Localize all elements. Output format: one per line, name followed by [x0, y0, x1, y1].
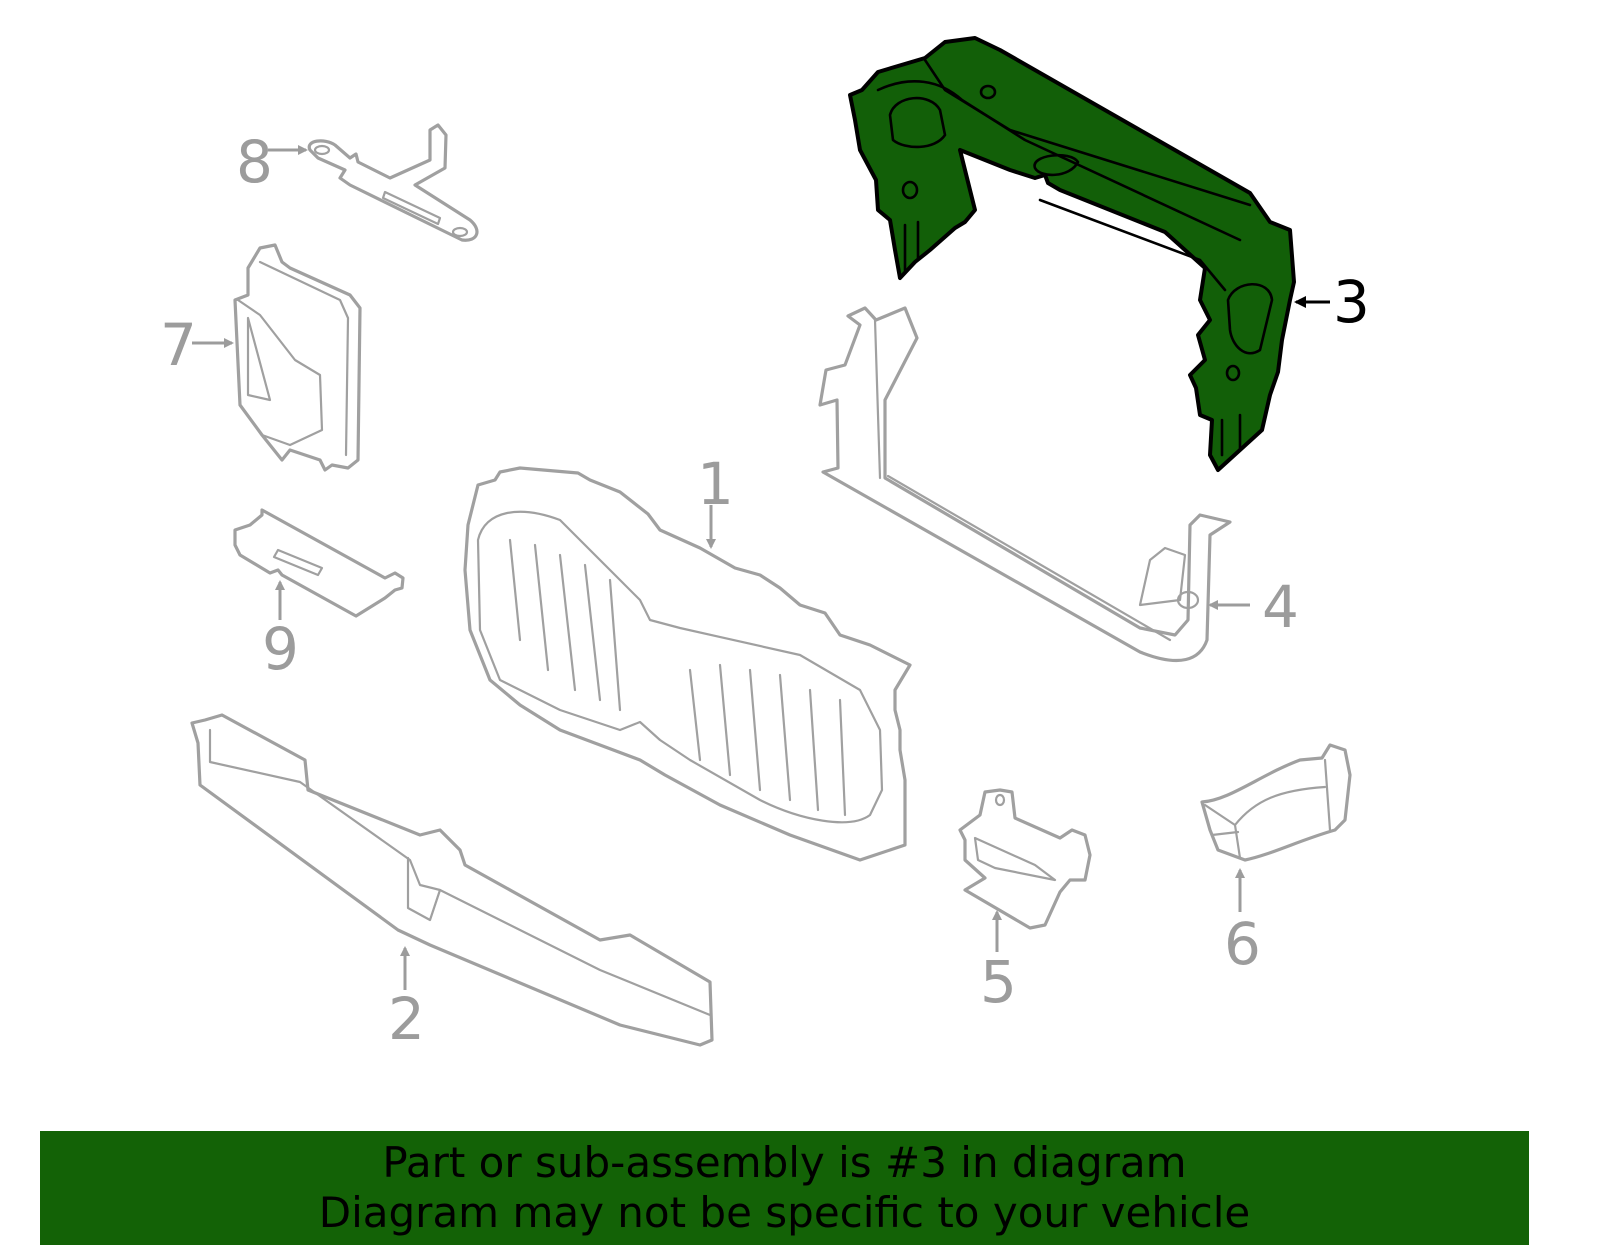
callout-6[interactable]: 6 — [1224, 910, 1261, 978]
banner-disclaimer: Diagram may not be specific to your vehi… — [318, 1188, 1251, 1237]
part-3-highlighted[interactable] — [848, 36, 1296, 472]
part-8[interactable] — [307, 123, 479, 242]
banner-part-notice: Part or sub-assembly is #3 in diagram — [382, 1138, 1187, 1187]
callout-9[interactable]: 9 — [262, 615, 299, 683]
part-9[interactable] — [233, 508, 405, 618]
parts-diagram — [190, 36, 1352, 1047]
part-1[interactable] — [463, 466, 912, 862]
part-4[interactable] — [818, 306, 1232, 663]
callout-8[interactable]: 8 — [236, 128, 273, 196]
part-7[interactable] — [233, 243, 362, 472]
callout-4[interactable]: 4 — [1262, 573, 1299, 641]
callout-1[interactable]: 1 — [697, 450, 734, 518]
info-banner: Part or sub-assembly is #3 in diagram Di… — [40, 1131, 1529, 1245]
part-2[interactable] — [190, 713, 714, 1047]
callout-2[interactable]: 2 — [388, 985, 425, 1053]
callout-3[interactable]: 3 — [1333, 268, 1370, 336]
part-5[interactable] — [958, 788, 1092, 930]
callout-5[interactable]: 5 — [980, 948, 1017, 1016]
part-6[interactable] — [1200, 743, 1352, 862]
callout-7[interactable]: 7 — [160, 311, 197, 379]
